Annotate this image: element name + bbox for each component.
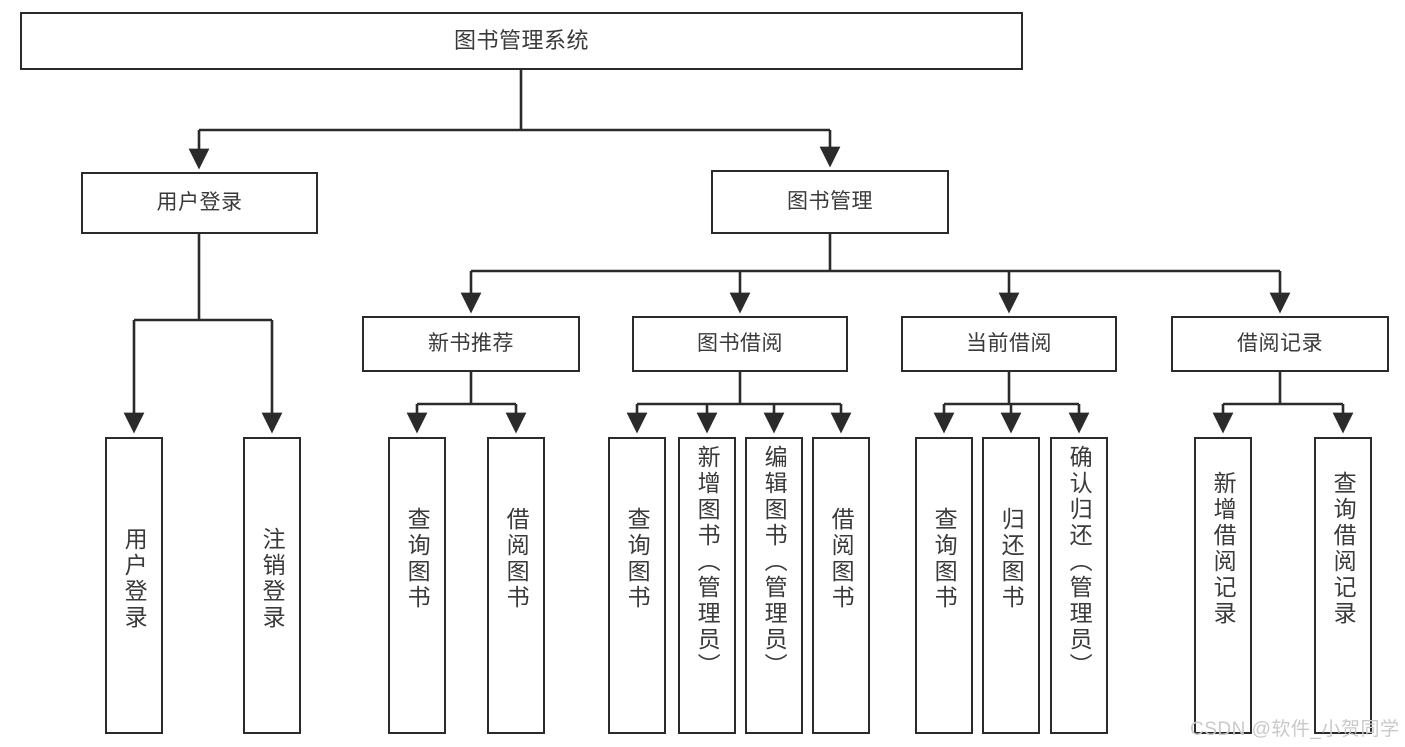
leaf-borrow-book[interactable]: 借阅图书 xyxy=(812,437,870,734)
node-user-login-label: 用户登录 xyxy=(156,190,243,214)
node-borrow-record[interactable]: 借阅记录 xyxy=(1171,316,1389,372)
node-new-book-recommend[interactable]: 新书推荐 xyxy=(362,316,580,372)
edge-group-new-book-rec xyxy=(406,372,527,434)
node-user-login[interactable]: 用户登录 xyxy=(81,172,318,234)
leaf-query-book-borrow-label: 查询图书 xyxy=(624,507,651,611)
leaf-user-login[interactable]: 用户登录 xyxy=(105,437,163,734)
node-root[interactable]: 图书管理系统 xyxy=(20,12,1023,70)
edge-group-borrow-record xyxy=(1212,372,1354,434)
node-book-borrow[interactable]: 图书借阅 xyxy=(632,316,848,372)
edge-group-user-login xyxy=(123,234,283,434)
node-book-borrow-label: 图书借阅 xyxy=(697,331,783,355)
leaf-borrow-book-recommend-label: 借阅图书 xyxy=(503,507,530,611)
edge-group-current-borrow xyxy=(933,372,1090,434)
leaf-user-login-label: 用户登录 xyxy=(121,527,148,631)
leaf-logout-label: 注销登录 xyxy=(259,527,286,631)
csdn-watermark: CSDN @软件_小贺同学 xyxy=(1190,719,1400,740)
leaf-confirm-return-admin-label: 确认归还（管理员） xyxy=(1066,445,1093,679)
leaf-add-borrow-record-label: 新增借阅记录 xyxy=(1210,471,1237,627)
leaf-query-book-borrow[interactable]: 查询图书 xyxy=(608,437,666,734)
leaf-query-book-current[interactable]: 查询图书 xyxy=(915,437,973,734)
node-book-management[interactable]: 图书管理 xyxy=(711,170,949,234)
node-current-borrow[interactable]: 当前借阅 xyxy=(901,316,1117,372)
leaf-query-book-recommend[interactable]: 查询图书 xyxy=(388,437,446,734)
edge-group-book-mgmt xyxy=(460,234,1291,314)
node-book-management-label: 图书管理 xyxy=(787,189,873,213)
leaf-query-book-current-label: 查询图书 xyxy=(931,507,958,611)
node-borrow-record-label: 借阅记录 xyxy=(1237,331,1323,355)
leaf-query-borrow-record-label: 查询借阅记录 xyxy=(1330,471,1357,627)
leaf-confirm-return-admin[interactable]: 确认归还（管理员） xyxy=(1050,437,1108,734)
node-current-borrow-label: 当前借阅 xyxy=(966,331,1052,355)
leaf-add-book-admin[interactable]: 新增图书（管理员） xyxy=(678,437,736,734)
leaf-logout[interactable]: 注销登录 xyxy=(243,437,301,734)
leaf-edit-book-admin-label: 编辑图书（管理员） xyxy=(761,445,788,679)
leaf-borrow-book-label: 借阅图书 xyxy=(828,507,855,611)
leaf-query-borrow-record[interactable]: 查询借阅记录 xyxy=(1314,437,1372,734)
leaf-add-book-admin-label: 新增图书（管理员） xyxy=(694,445,721,679)
leaf-add-borrow-record[interactable]: 新增借阅记录 xyxy=(1194,437,1252,734)
leaf-borrow-book-recommend[interactable]: 借阅图书 xyxy=(487,437,545,734)
edge-group-book-borrow xyxy=(626,372,852,434)
leaf-query-book-recommend-label: 查询图书 xyxy=(404,507,431,611)
leaf-return-book[interactable]: 归还图书 xyxy=(982,437,1040,734)
leaf-edit-book-admin[interactable]: 编辑图书（管理员） xyxy=(745,437,803,734)
leaf-return-book-label: 归还图书 xyxy=(998,507,1025,611)
node-new-book-recommend-label: 新书推荐 xyxy=(428,331,514,355)
node-root-label: 图书管理系统 xyxy=(453,28,589,54)
edge-group-root xyxy=(188,70,841,170)
